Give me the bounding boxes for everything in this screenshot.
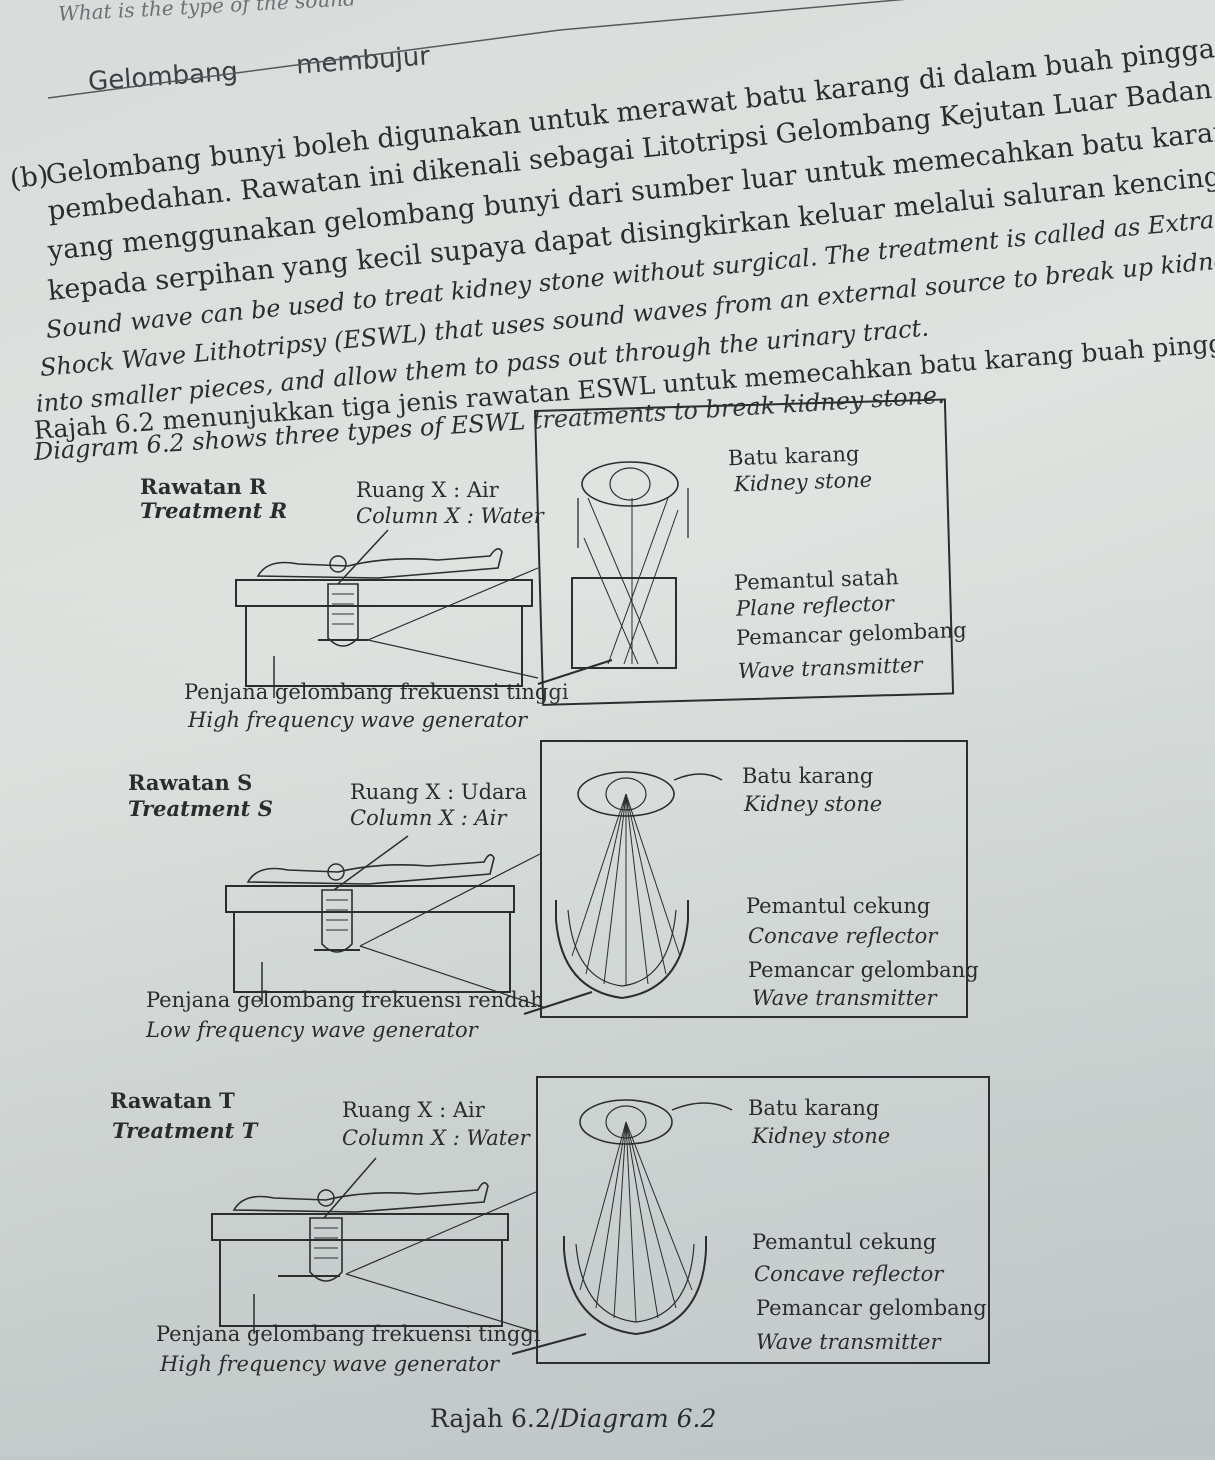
patient-bed-t-drawing (211, 1157, 537, 1334)
treatment-r-column: Ruang X : Air (356, 478, 499, 502)
treatment-t-detail-box (536, 1076, 990, 1364)
treatment-t-generator-en: High frequency wave generator (160, 1352, 500, 1376)
treatment-t-transmitter: Pemancar gelombang (756, 1296, 987, 1320)
treatment-s-generator-en: Low frequency wave generator (146, 1018, 478, 1042)
answer-underline (47, 0, 906, 99)
treatment-r-stone-en: Kidney stone (733, 467, 873, 497)
caption-english: Diagram 6.2 (559, 1404, 717, 1433)
treatment-t-stone: Batu karang (748, 1096, 880, 1120)
treatment-s-detail-box (540, 740, 968, 1018)
treatment-t-stone-en: Kidney stone (752, 1124, 891, 1148)
treatment-r-stone: Batu karang (727, 441, 860, 471)
treatment-s-reflector: Pemantul cekung (746, 894, 931, 918)
treatment-r-generator: Penjana gelombang frekuensi tinggi (184, 680, 569, 704)
treatment-s-column-en: Column X : Air (350, 806, 507, 830)
treatment-t-generator: Penjana gelombang frekuensi tinggi (156, 1322, 541, 1346)
patient-bed-s-drawing (225, 835, 541, 1007)
concave-reflector-s-drawing (523, 771, 723, 1015)
treatment-t-transmitter-en: Wave transmitter (756, 1330, 941, 1354)
part-label: (b) (8, 159, 51, 196)
treatment-s-column: Ruang X : Udara (350, 780, 528, 804)
treatment-t-reflector: Pemantul cekung (752, 1230, 937, 1254)
treatment-s-transmitter-en: Wave transmitter (752, 986, 937, 1010)
treatment-s-transmitter: Pemancar gelombang (748, 958, 979, 982)
caption-malay: Rajah 6.2/ (430, 1404, 560, 1433)
treatment-s-stone: Batu karang (742, 764, 874, 788)
treatment-s-name: Rawatan S (128, 770, 253, 795)
diagram-caption: Rajah 6.2/Diagram 6.2 (430, 1404, 716, 1433)
treatment-t-column: Ruang X : Air (342, 1098, 485, 1122)
treatment-r-name: Rawatan R (140, 474, 267, 499)
treatment-t-reflector-en: Concave reflector (754, 1262, 944, 1286)
treatment-s-reflector-en: Concave reflector (748, 924, 938, 948)
treatment-s-generator: Penjana gelombang frekuensi rendah (146, 988, 544, 1012)
patient-bed-r-drawing (235, 529, 539, 698)
treatment-t-name: Rawatan T (110, 1088, 235, 1113)
treatment-t-name-en: Treatment T (112, 1118, 258, 1143)
concave-reflector-t-drawing (511, 1099, 733, 1355)
treatment-r-name-en: Treatment R (140, 498, 288, 523)
plane-reflector-r-drawing (537, 461, 689, 685)
treatment-r-column-en: Column X : Water (356, 504, 544, 528)
treatment-r-generator-en: High frequency wave generator (188, 708, 528, 732)
treatment-s-stone-en: Kidney stone (744, 792, 883, 816)
treatment-t-column-en: Column X : Water (342, 1126, 530, 1150)
treatment-s-name-en: Treatment S (128, 796, 273, 821)
